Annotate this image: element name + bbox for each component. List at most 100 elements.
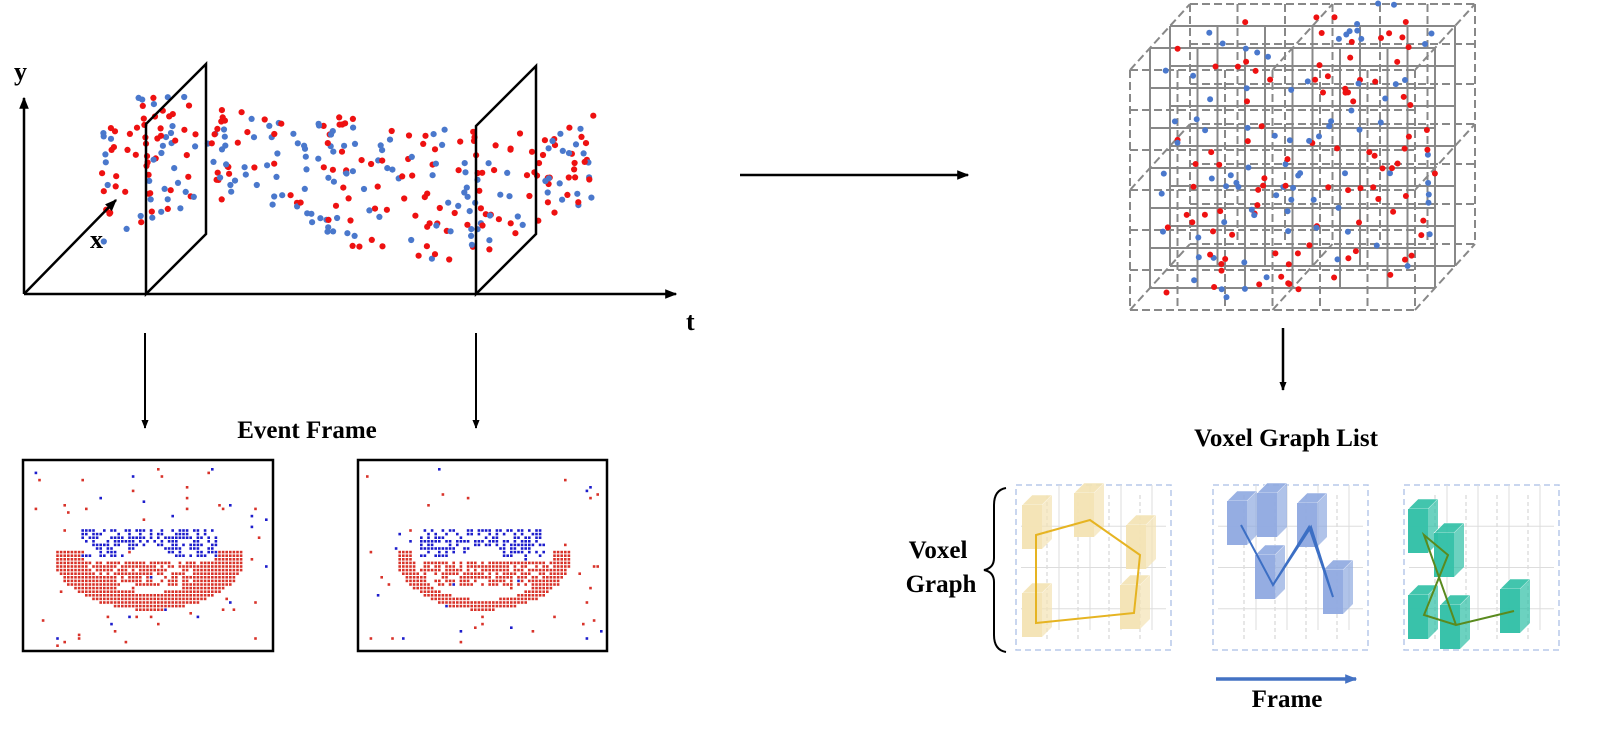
event-pixel xyxy=(103,601,106,604)
event-pixel xyxy=(85,594,88,597)
voxel-block xyxy=(1227,501,1247,545)
event-pixel xyxy=(56,561,59,565)
positive-event-dot xyxy=(571,166,578,173)
event-pixel xyxy=(456,543,459,547)
event-pixel xyxy=(430,597,434,601)
event-pixel xyxy=(142,604,146,608)
event-pixel xyxy=(502,532,506,536)
negative-event-dot xyxy=(544,189,551,196)
event-pixel xyxy=(239,554,243,557)
voxel-event-dot xyxy=(1320,89,1326,96)
voxel-event-dot xyxy=(1195,234,1202,241)
voxel-event-dot xyxy=(1425,191,1432,198)
event-pixel xyxy=(495,529,499,532)
event-pixel xyxy=(542,576,545,579)
event-pixel xyxy=(229,583,232,586)
voxel-event-dot xyxy=(1221,219,1228,226)
event-pixel xyxy=(99,543,102,547)
event-pixel xyxy=(99,594,102,597)
event-pixel xyxy=(412,576,416,579)
event-pixel xyxy=(218,590,221,593)
positive-event-dot xyxy=(347,217,354,224)
positive-event-dot xyxy=(446,256,453,263)
event-pixel xyxy=(484,565,488,568)
event-pixel xyxy=(239,558,243,561)
negative-event-dot xyxy=(161,185,168,192)
event-pixel xyxy=(445,594,448,597)
event-pixel xyxy=(459,536,463,539)
event-pixel xyxy=(553,565,556,568)
negative-event-dot xyxy=(384,165,391,172)
positive-event-dot xyxy=(479,169,486,176)
event-pixel xyxy=(448,597,452,601)
event-pixel xyxy=(596,565,599,568)
event-pixel xyxy=(106,561,110,565)
event-pixel xyxy=(427,583,430,586)
event-pixel xyxy=(149,608,153,611)
positive-event-dot xyxy=(148,208,155,215)
event-pixel xyxy=(470,583,473,586)
event-pixel xyxy=(229,601,232,604)
event-pixel xyxy=(441,554,445,557)
negative-event-dot xyxy=(514,213,521,220)
event-pixel xyxy=(67,550,70,554)
voxel-block xyxy=(1440,605,1460,649)
positive-event-dot xyxy=(214,169,221,176)
event-pixel xyxy=(131,489,135,493)
event-pixel xyxy=(142,597,146,601)
event-pixel xyxy=(387,583,391,586)
event-pixel xyxy=(221,608,225,611)
event-pixel xyxy=(99,572,102,575)
voxel-event-dot xyxy=(1174,139,1181,146)
event-pixel xyxy=(420,583,423,586)
event-pixel xyxy=(452,572,455,575)
negative-event-dot xyxy=(192,143,199,150)
event-pixel xyxy=(553,561,556,565)
event-pixel xyxy=(376,594,380,597)
event-pixel xyxy=(67,565,70,568)
event-pixel xyxy=(113,550,117,554)
negative-event-dot xyxy=(439,141,446,148)
event-pixel xyxy=(77,572,81,575)
event-pixel xyxy=(92,572,95,575)
negative-event-dot xyxy=(588,194,595,201)
voxel-event-dot xyxy=(1352,248,1359,255)
event-pixel xyxy=(189,597,192,601)
event-pixel xyxy=(506,561,509,565)
event-pixel xyxy=(430,594,434,597)
event-pixel xyxy=(196,565,200,568)
event-pixel xyxy=(528,529,531,532)
event-pixel xyxy=(510,529,513,532)
event-pixel xyxy=(63,568,66,572)
event-pixel xyxy=(160,565,164,568)
event-pixel xyxy=(474,565,477,568)
event-pixel xyxy=(448,565,452,568)
event-pixel xyxy=(182,543,185,547)
event-pixel xyxy=(131,565,135,568)
event-pixel xyxy=(438,565,441,568)
event-pixel xyxy=(214,590,218,593)
event-pixel xyxy=(70,572,74,575)
event-pixel xyxy=(477,572,481,575)
event-pixel xyxy=(128,590,131,593)
event-pixel xyxy=(131,568,135,572)
event-pixel xyxy=(171,590,174,593)
event-pixel xyxy=(110,576,113,579)
event-pixel xyxy=(517,583,520,586)
event-pixel xyxy=(171,547,174,550)
event-pixel xyxy=(448,543,452,547)
event-pixel xyxy=(434,554,437,557)
event-pixel xyxy=(466,597,470,601)
event-pixel xyxy=(106,594,110,597)
event-pixel xyxy=(160,529,164,532)
event-pixel xyxy=(63,550,66,554)
voxel-event-dot xyxy=(1426,231,1433,238)
voxel-event-dot xyxy=(1158,190,1165,197)
event-pixel xyxy=(538,561,542,565)
event-pixel xyxy=(502,579,506,583)
event-pixel xyxy=(124,601,128,604)
event-pixel xyxy=(171,572,174,575)
event-pixel xyxy=(553,568,556,572)
event-pixel xyxy=(463,597,466,601)
event-pixel xyxy=(466,568,470,572)
